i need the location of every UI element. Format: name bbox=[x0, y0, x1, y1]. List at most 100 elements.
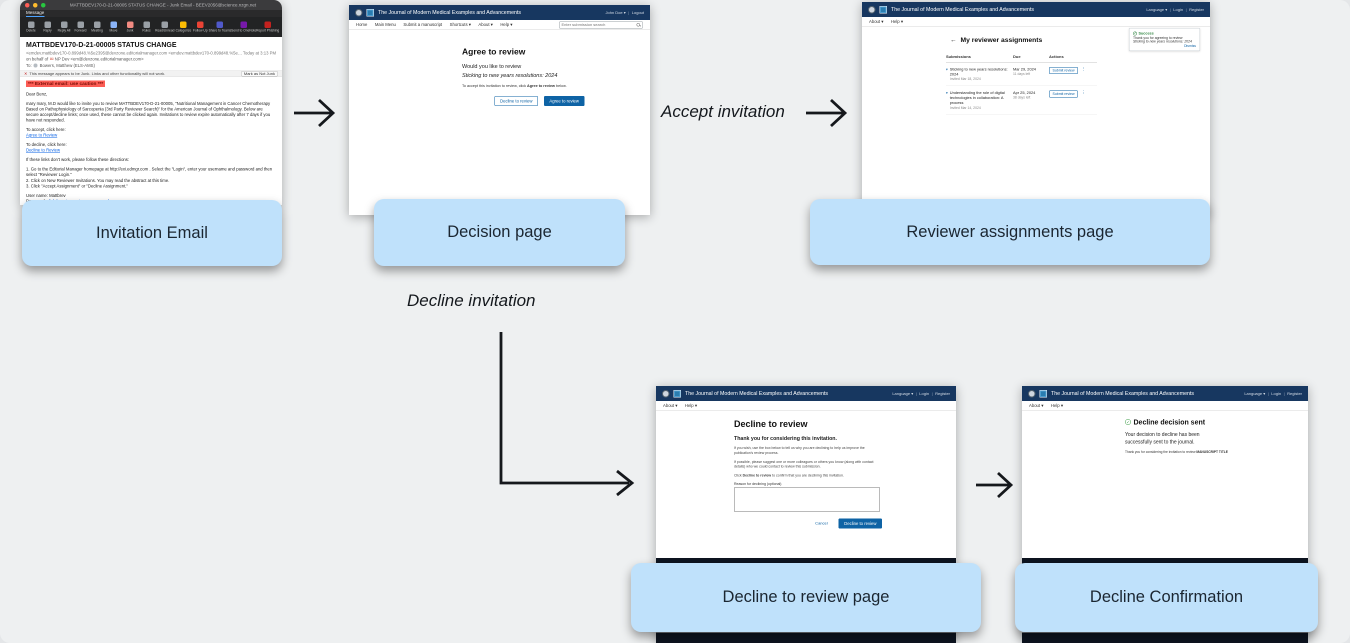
ribbon-button[interactable]: Move bbox=[108, 21, 120, 33]
search-icon[interactable] bbox=[636, 22, 641, 27]
search-input[interactable] bbox=[561, 22, 637, 27]
header-link[interactable]: Login bbox=[913, 391, 929, 396]
ribbon-icon bbox=[27, 21, 35, 28]
close-icon[interactable] bbox=[25, 2, 30, 8]
ribbon-button[interactable]: Forward bbox=[74, 21, 87, 33]
ribbon-button[interactable]: Junk bbox=[124, 21, 136, 33]
submission-title[interactable]: Sticking to new years resolutions: 2024 bbox=[949, 67, 1008, 77]
submission-title[interactable]: Understanding the role of digital techno… bbox=[949, 90, 1005, 105]
journal-nav: Home Main Menu Submit a manuscript Shortcut… bbox=[349, 20, 650, 30]
header-user-links: Language ▾LoginRegister bbox=[892, 391, 950, 396]
page-title: Decline decision sent bbox=[1133, 418, 1206, 426]
nav-item[interactable]: Submit a manuscript bbox=[403, 22, 443, 27]
submit-review-button[interactable]: Submit review bbox=[1049, 90, 1078, 98]
reason-textarea[interactable] bbox=[734, 487, 880, 512]
decline-to-review-link[interactable]: Decline to Review bbox=[26, 147, 61, 153]
instruction-steps: 1. Go to the Editorial Manager homepage … bbox=[26, 167, 276, 189]
toast-line1: Thank you for agreeing to review bbox=[1133, 36, 1183, 41]
ribbon-icon bbox=[126, 21, 134, 28]
submit-review-button[interactable]: Submit review bbox=[1049, 67, 1078, 74]
nav-item[interactable]: About ▾ bbox=[869, 19, 884, 24]
nav-item[interactable]: Help ▾ bbox=[890, 19, 903, 24]
nav-item[interactable]: About ▾ bbox=[1029, 403, 1044, 408]
header-link[interactable]: Language ▾ bbox=[1146, 7, 1168, 12]
mark-not-junk-button[interactable]: Mark as Not Junk bbox=[240, 70, 278, 77]
kebab-menu-icon[interactable]: ⋮ bbox=[1080, 66, 1086, 72]
nav-item[interactable]: Shortcuts ▾ bbox=[449, 22, 471, 27]
chevron-down-icon[interactable]: ▾ bbox=[946, 68, 948, 72]
header-link[interactable]: Register bbox=[1281, 391, 1302, 396]
ribbon: Delete Reply Reply All Forward bbox=[20, 17, 282, 37]
agree-to-review-link[interactable]: Agree to Review bbox=[26, 132, 58, 138]
header-user-links: Language ▾LoginRegister bbox=[1146, 7, 1204, 12]
ribbon-button[interactable]: Categorize bbox=[175, 21, 192, 33]
header-link[interactable]: Language ▾ bbox=[892, 391, 914, 396]
nav-item[interactable]: Home bbox=[356, 22, 368, 27]
avatar bbox=[33, 63, 38, 68]
kebab-menu-icon[interactable]: ⋮ bbox=[1080, 90, 1086, 96]
ribbon-button-label: Categorize bbox=[175, 29, 192, 33]
label-decline-confirmation: Decline Confirmation bbox=[1015, 563, 1318, 632]
decline-paragraph-3: Click Decline to review to confirm that … bbox=[734, 474, 844, 478]
ribbon-icon bbox=[44, 21, 51, 28]
header-link[interactable]: Language ▾ bbox=[1244, 391, 1266, 396]
assignments-table: Submissions Due Actions ▾ Sticking to ne… bbox=[946, 55, 1097, 115]
external-email-warning: *** External email: use caution *** bbox=[26, 80, 106, 87]
zoom-icon[interactable] bbox=[41, 2, 46, 8]
ribbon-button-label: Reply All bbox=[57, 29, 71, 33]
ribbon-button[interactable]: Delete bbox=[25, 21, 37, 33]
ribbon-button[interactable]: Send to OneNote bbox=[231, 21, 257, 33]
label-reviewer-assignments-page: Reviewer assignments page bbox=[810, 199, 1210, 265]
decline-intro: To decline, click here: bbox=[26, 142, 67, 148]
cancel-button[interactable]: Cancel bbox=[815, 521, 828, 526]
header-user-links: Language ▾LoginRegister bbox=[1244, 391, 1302, 396]
header-link[interactable]: Logout bbox=[626, 10, 644, 15]
tab-message[interactable]: Message bbox=[26, 10, 45, 17]
ribbon-icon bbox=[240, 21, 247, 28]
ribbon-button-label: Read/Unread bbox=[155, 29, 175, 33]
ribbon-button[interactable]: Reply bbox=[42, 21, 54, 33]
nav-item[interactable]: Main Menu bbox=[374, 22, 396, 27]
header-link[interactable]: Login bbox=[1167, 7, 1183, 12]
dismiss-link[interactable]: Dismiss bbox=[1184, 44, 1196, 49]
header-link[interactable]: Register bbox=[1183, 7, 1204, 12]
ribbon-button[interactable]: Rules bbox=[141, 21, 153, 33]
ribbon-button[interactable]: Read/Unread bbox=[155, 21, 175, 33]
nav-item[interactable]: Help ▾ bbox=[684, 403, 697, 408]
decline-paragraph-2: If possible, please suggest one or more … bbox=[734, 460, 874, 469]
chevron-down-icon[interactable]: ▾ bbox=[946, 91, 948, 96]
header-user-links: John Doe ▾Logout bbox=[605, 10, 644, 15]
back-icon[interactable]: ← bbox=[950, 36, 957, 44]
nav-item[interactable]: Help ▾ bbox=[1050, 403, 1063, 408]
journal-header: The Journal of Modern Medical Examples a… bbox=[862, 2, 1210, 17]
header-link[interactable]: Register bbox=[929, 391, 950, 396]
submission-search[interactable] bbox=[559, 21, 643, 29]
decline-to-review-button[interactable]: Decline to review bbox=[838, 518, 882, 529]
accept-intro: To accept, click here: bbox=[26, 127, 66, 133]
toast-line2: Sticking to new years resolutions: 2024 bbox=[1133, 40, 1192, 44]
journal-header: The Journal of Modern Medical Examples a… bbox=[656, 386, 956, 401]
submission-subtitle: Invited Mar 14, 2024 bbox=[949, 106, 981, 110]
table-row: ▾ Sticking to new years resolutions: 202… bbox=[946, 63, 1097, 87]
ribbon-button[interactable]: Report Phishing bbox=[256, 21, 279, 33]
success-toast: ✓ Success Thank you for agreeing to revi… bbox=[1129, 28, 1200, 51]
ribbon-button-label: Forward bbox=[74, 29, 87, 33]
agree-to-review-button[interactable]: Agree to review bbox=[543, 96, 585, 106]
ribbon-button[interactable]: Meeting bbox=[91, 21, 103, 33]
nav-item[interactable]: About ▾ bbox=[478, 22, 493, 27]
ribbon-button[interactable]: Follow Up bbox=[193, 21, 208, 33]
ribbon-icon bbox=[143, 21, 150, 28]
nav-item[interactable]: Help ▾ bbox=[500, 22, 513, 27]
minimize-icon[interactable] bbox=[33, 2, 38, 8]
nav-item[interactable]: About ▾ bbox=[663, 403, 678, 408]
header-link[interactable]: John Doe ▾ bbox=[605, 10, 626, 15]
page-title: Decline to review bbox=[734, 419, 808, 429]
journal-nav: About ▾ Help ▾ bbox=[656, 401, 956, 411]
ribbon-button-label: Send to OneNote bbox=[231, 29, 257, 33]
ribbon-button[interactable]: Share to Teams bbox=[209, 21, 231, 33]
decline-to-review-button[interactable]: Decline to review bbox=[494, 96, 538, 106]
header-link[interactable]: Login bbox=[1265, 391, 1281, 396]
table-row: ▾ Understanding the role of digital tech… bbox=[946, 86, 1097, 115]
ribbon-button[interactable]: Reply All bbox=[57, 21, 71, 33]
